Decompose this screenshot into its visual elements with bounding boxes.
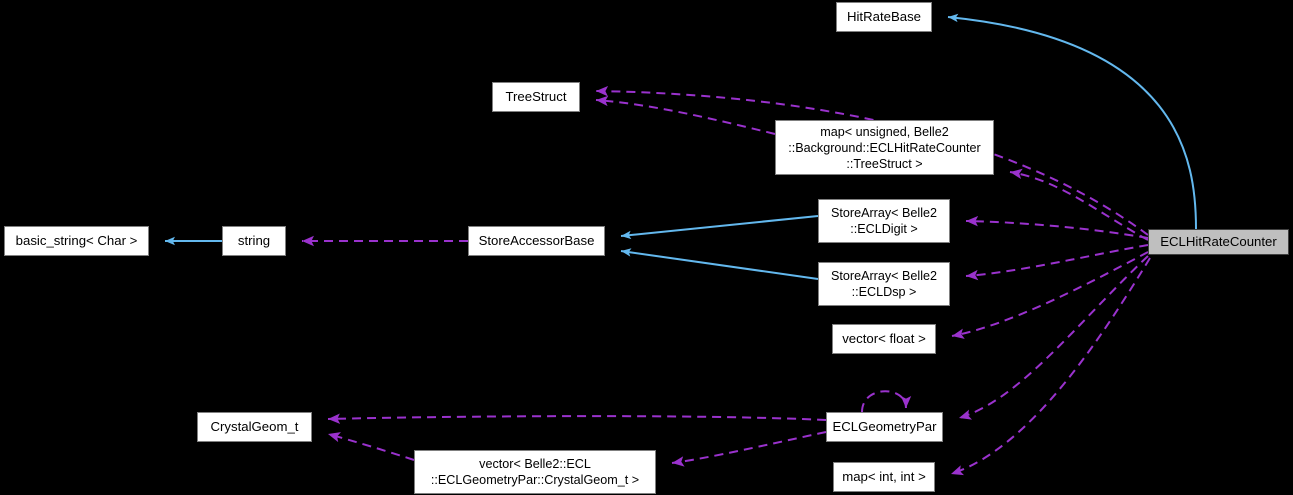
node-vector-crystalgeom-t[interactable]: vector< Belle2::ECL ::ECLGeometryPar::Cr… [414,450,656,494]
node-storeaccessorbase[interactable]: StoreAccessorBase [468,226,605,256]
node-treestruct[interactable]: TreeStruct [492,82,580,112]
node-map-int-int[interactable]: map< int, int > [833,462,935,492]
edge-usage-storearray-ecldigit [965,216,1149,239]
edge-inheritance-storeaccessorbase-dsp [620,248,819,280]
node-string[interactable]: string [222,226,286,256]
node-eclgeometrypar[interactable]: ECLGeometryPar [826,412,943,442]
edge-usage-crystalgeom-lower [327,432,415,461]
node-label: string [237,233,271,249]
edge-usage-vector-crystalgeom [671,431,827,467]
node-label: StoreArray< Belle2 ::ECLDigit > [830,206,938,236]
edge-usage-mapunsigned-treestruct [595,95,776,135]
node-label: basic_string< Char > [15,233,138,249]
node-label: StoreAccessorBase [478,233,595,249]
node-crystalgeom-t[interactable]: CrystalGeom_t [197,412,312,442]
node-storearray-ecldigit[interactable]: StoreArray< Belle2 ::ECLDigit > [818,199,950,243]
edge-usage-storearray-ecldsp [965,244,1149,281]
node-eclhitratecounter[interactable]: ECLHitRateCounter [1148,229,1289,255]
node-label: vector< float > [842,331,926,347]
edge-usage-map-int-int [950,257,1151,476]
node-label: map< int, int > [842,469,926,485]
edge-usage-map-unsigned [1009,168,1149,241]
edge-inheritance-storeaccessorbase-digit [620,215,819,240]
node-label: CrystalGeom_t [210,419,299,435]
node-label: StoreArray< Belle2 ::ECLDsp > [830,269,938,299]
node-label: ECLGeometryPar [832,419,937,435]
edge-usage-eclgeometrypar-self [861,390,912,413]
node-map-unsigned-treestruct[interactable]: map< unsigned, Belle2 ::Background::ECLH… [775,120,994,175]
edge-usage-crystalgeom-upper [327,413,827,424]
node-basic-string[interactable]: basic_string< Char > [4,226,149,256]
edge-usage-eclgeometrypar [958,255,1149,420]
edge-inheritance-hitratebase [947,13,1197,230]
node-hitratebase[interactable]: HitRateBase [836,2,932,32]
edge-usage-vector-float [951,251,1149,339]
node-label: HitRateBase [846,9,922,25]
node-label: ECLHitRateCounter [1160,234,1277,250]
node-vector-float[interactable]: vector< float > [832,324,936,354]
node-label: TreeStruct [505,89,567,105]
node-label: vector< Belle2::ECL ::ECLGeometryPar::Cr… [430,457,640,487]
node-storearray-ecldsp[interactable]: StoreArray< Belle2 ::ECLDsp > [818,262,950,306]
node-label: map< unsigned, Belle2 ::Background::ECLH… [788,124,981,171]
